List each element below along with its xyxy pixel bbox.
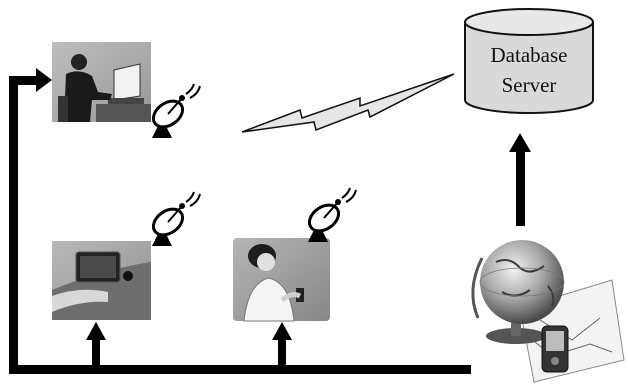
- globe-with-map-and-gps-icon: [473, 240, 624, 382]
- satellite-dish-icon: [305, 188, 356, 242]
- database-label-line1: Database: [491, 43, 568, 67]
- arrow-to-car-device: [86, 322, 106, 340]
- arrow-stem-car: [92, 338, 100, 368]
- arrow-stem-mobile: [278, 338, 286, 368]
- left-vertical-line: [9, 80, 18, 374]
- arrow-to-database: [509, 133, 531, 152]
- satellite-dish-icon: [149, 84, 200, 138]
- lightning-bolt-icon: [242, 74, 454, 132]
- woman-with-phone-icon: [233, 238, 330, 321]
- database-server: Database Server: [465, 9, 593, 113]
- person-at-laptop-icon: [52, 42, 151, 122]
- arrow-stem-globe: [516, 150, 525, 226]
- database-label-line2: Server: [502, 73, 557, 97]
- arrow-to-desktop-user: [36, 68, 52, 92]
- top-feed-line: [9, 76, 39, 85]
- bottom-bus-line: [9, 365, 471, 374]
- satellite-dish-icon: [149, 192, 200, 246]
- arrow-to-mobile-user: [272, 322, 292, 340]
- car-gps-device-icon: [52, 241, 151, 320]
